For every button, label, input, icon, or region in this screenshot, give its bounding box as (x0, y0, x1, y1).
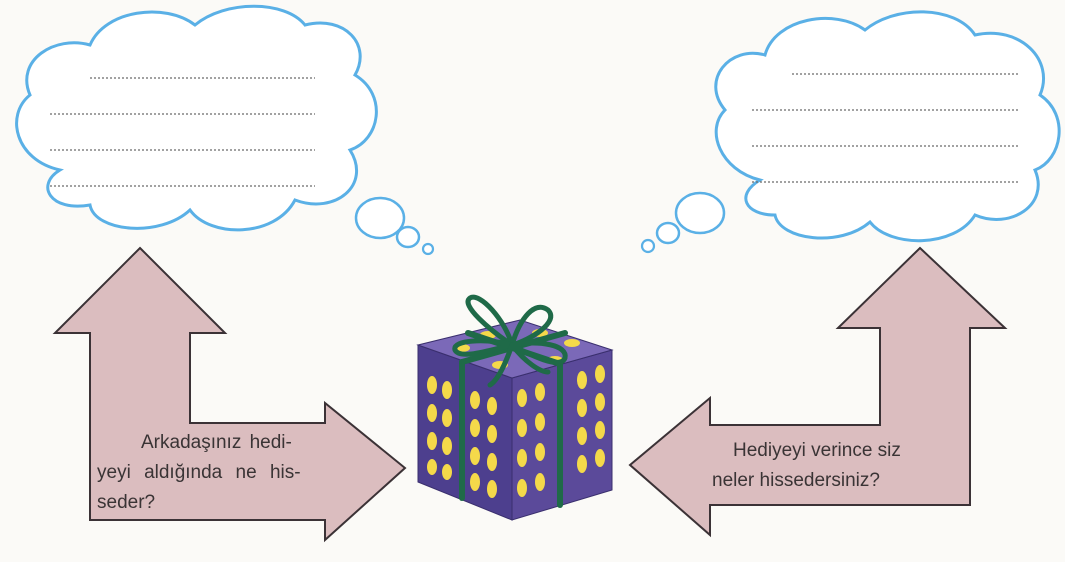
left-question-line-3: seder? (97, 492, 156, 513)
left-question-line-1: Arkadaşınız hedi- (141, 432, 292, 453)
left-thought-cloud (15, 4, 435, 256)
left-cloud-write-lines (50, 77, 315, 187)
right-arrow-question: Hediyeyi verince siz neler hissedersiniz… (712, 436, 962, 496)
gift-dots-left (427, 376, 497, 498)
gift-bow (452, 294, 568, 388)
thought-bubble-medium (395, 225, 421, 249)
right-thought-cloud (640, 10, 1061, 254)
thought-bubble-small (640, 238, 656, 254)
right-cloud-write-lines (752, 73, 1018, 183)
thought-bubble-large (354, 196, 406, 240)
thought-bubble-large (674, 191, 726, 235)
left-arrow-shape (52, 246, 407, 543)
left-arrow-question: Arkadaşınız hedi- yeyi aldığında ne his-… (97, 428, 367, 518)
right-question-line-1: Hediyeyi verince siz (733, 440, 901, 461)
right-question-line-2: neler hissedersiniz? (712, 470, 880, 491)
left-question-line-2: yeyi aldığında ne his- (97, 462, 301, 483)
thought-bubble-medium (655, 221, 681, 245)
right-cloud-shape (714, 10, 1061, 243)
gift-dots-right (517, 365, 605, 497)
left-cloud-shape (15, 4, 378, 232)
right-arrow-shape (628, 246, 1008, 538)
gift-box (416, 294, 614, 521)
thought-bubble-small (421, 242, 435, 256)
